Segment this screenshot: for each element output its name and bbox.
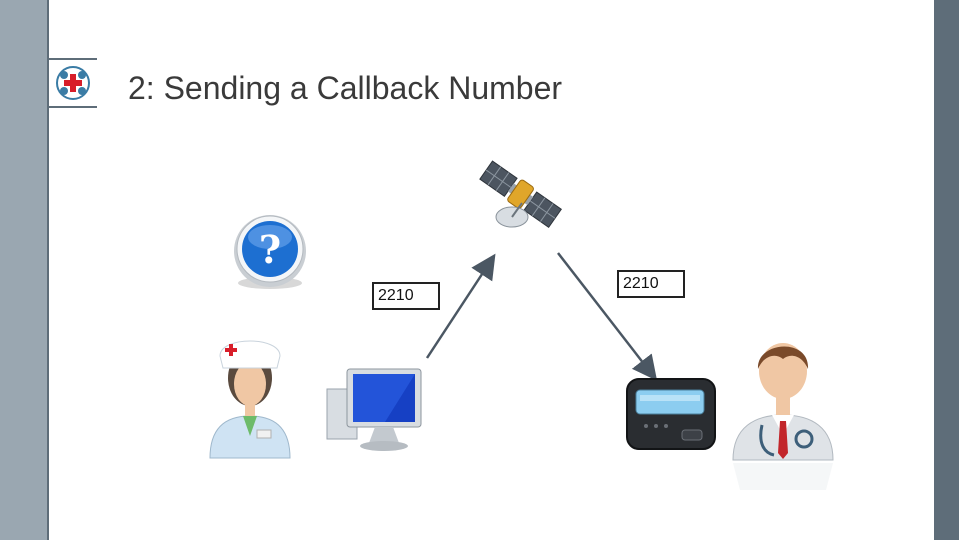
help-question-icon: ? bbox=[234, 215, 306, 289]
pager-icon bbox=[626, 378, 716, 450]
satellite-icon bbox=[479, 160, 562, 228]
page-title: 2: Sending a Callback Number bbox=[128, 70, 563, 106]
computer-monitor-icon bbox=[326, 368, 422, 451]
svg-text:?: ? bbox=[259, 227, 281, 272]
arrow-down-icon bbox=[557, 252, 658, 381]
left-band-divider bbox=[47, 0, 49, 540]
callout-right-number: 2210 bbox=[617, 270, 685, 298]
callout-left-number: 2210 bbox=[372, 282, 440, 310]
arrow-up-icon bbox=[425, 253, 496, 359]
slide-logo bbox=[49, 58, 97, 108]
doctor-icon bbox=[732, 343, 834, 490]
nurse-icon bbox=[209, 340, 291, 459]
right-decorative-band bbox=[934, 0, 959, 540]
logo-icon bbox=[56, 66, 90, 100]
left-decorative-band bbox=[0, 0, 47, 540]
